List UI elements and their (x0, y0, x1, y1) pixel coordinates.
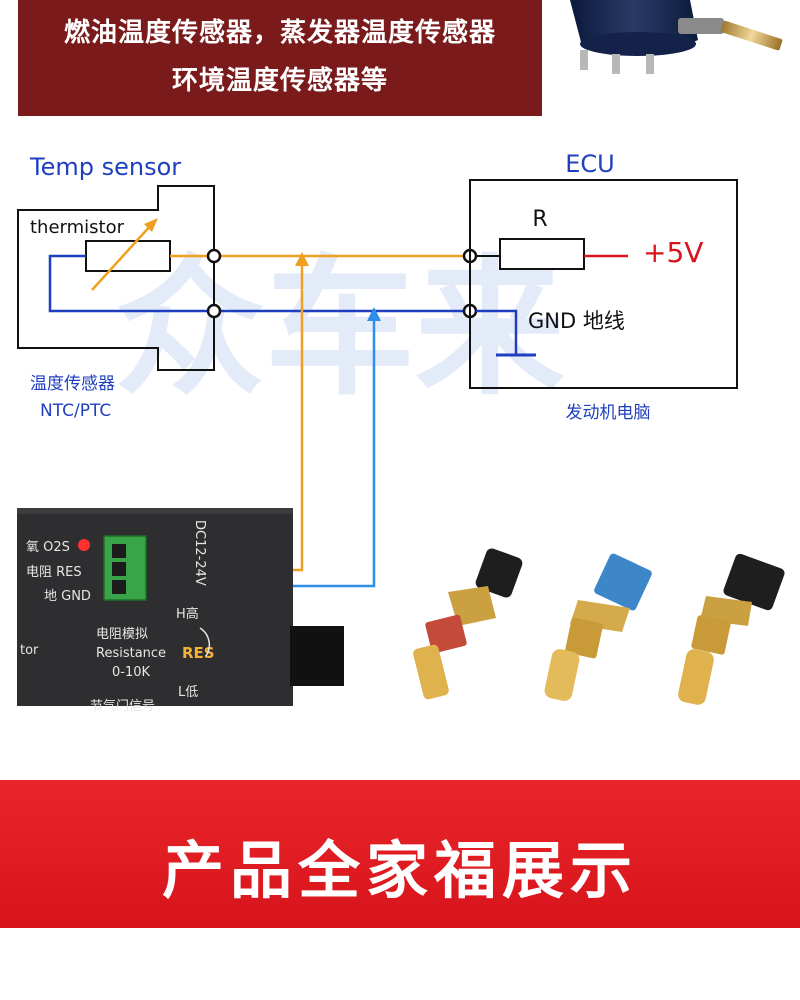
sensor-ground-wire (48, 254, 214, 313)
ecu-box (469, 179, 738, 389)
sensor-title: Temp sensor (29, 153, 181, 181)
simulator-device: 氧 O2S 电阻 RES 地 GND DC12-24V H高 RES L低 电阻… (17, 508, 344, 714)
svg-text:节气门信号: 节气门信号 (90, 698, 155, 714)
footer-title: 产品全家福展示 (161, 834, 638, 907)
o2s-led (78, 539, 90, 551)
ecu-title: ECU (565, 150, 615, 178)
resistor-symbol (499, 238, 585, 270)
sensor-photo-black-2 (678, 553, 785, 705)
header-line-1: 燃油温度传感器，蒸发器温度传感器 (63, 18, 496, 48)
svg-text:0-10K: 0-10K (112, 665, 151, 680)
sensor-terminal-ground (206, 303, 222, 319)
svg-text:电阻模拟: 电阻模拟 (96, 627, 148, 642)
sensor-caption-line1: 温度传感器 (30, 374, 115, 394)
header-line-2: 环境温度传感器等 (171, 66, 388, 96)
svg-text:DC12-24V: DC12-24V (192, 520, 207, 586)
header-banner: 燃油温度传感器，蒸发器温度传感器 环境温度传感器等 (18, 0, 542, 116)
sensor-caption-line2: NTC/PTC (40, 401, 111, 421)
potentiometer-photo (560, 0, 800, 80)
svg-text:Resistance: Resistance (96, 646, 166, 661)
ecu-caption: 发动机电脑 (566, 403, 651, 423)
sensor-photo-blue (544, 553, 652, 701)
gnd-label: GND 地线 (528, 309, 625, 333)
footer-banner: 产品全家福展示 (0, 780, 800, 928)
svg-text:氧 O2S: 氧 O2S (26, 540, 70, 555)
thermistor-symbol (85, 240, 171, 272)
sensor-terminal-signal (206, 248, 222, 264)
sensor-photo-black-1 (413, 548, 523, 700)
svg-text:电阻 RES: 电阻 RES (26, 565, 82, 580)
svg-text:RES: RES (182, 644, 215, 662)
svg-text:地 GND: 地 GND (44, 589, 91, 604)
svg-text:L低: L低 (178, 685, 198, 700)
supply-label: +5V (643, 236, 703, 269)
svg-text:tor: tor (20, 643, 39, 658)
watermark: 众车来 (115, 242, 565, 416)
thermistor-label: thermistor (30, 217, 125, 238)
resistor-label: R (532, 207, 547, 232)
thermistor-arrow (91, 223, 153, 291)
wiring-diagram: 众车来 Temp sensor thermistor 温度传感器 NTC/PTC… (17, 150, 785, 714)
svg-text:H高: H高 (176, 606, 199, 622)
sensor-housing-outline (17, 185, 215, 371)
